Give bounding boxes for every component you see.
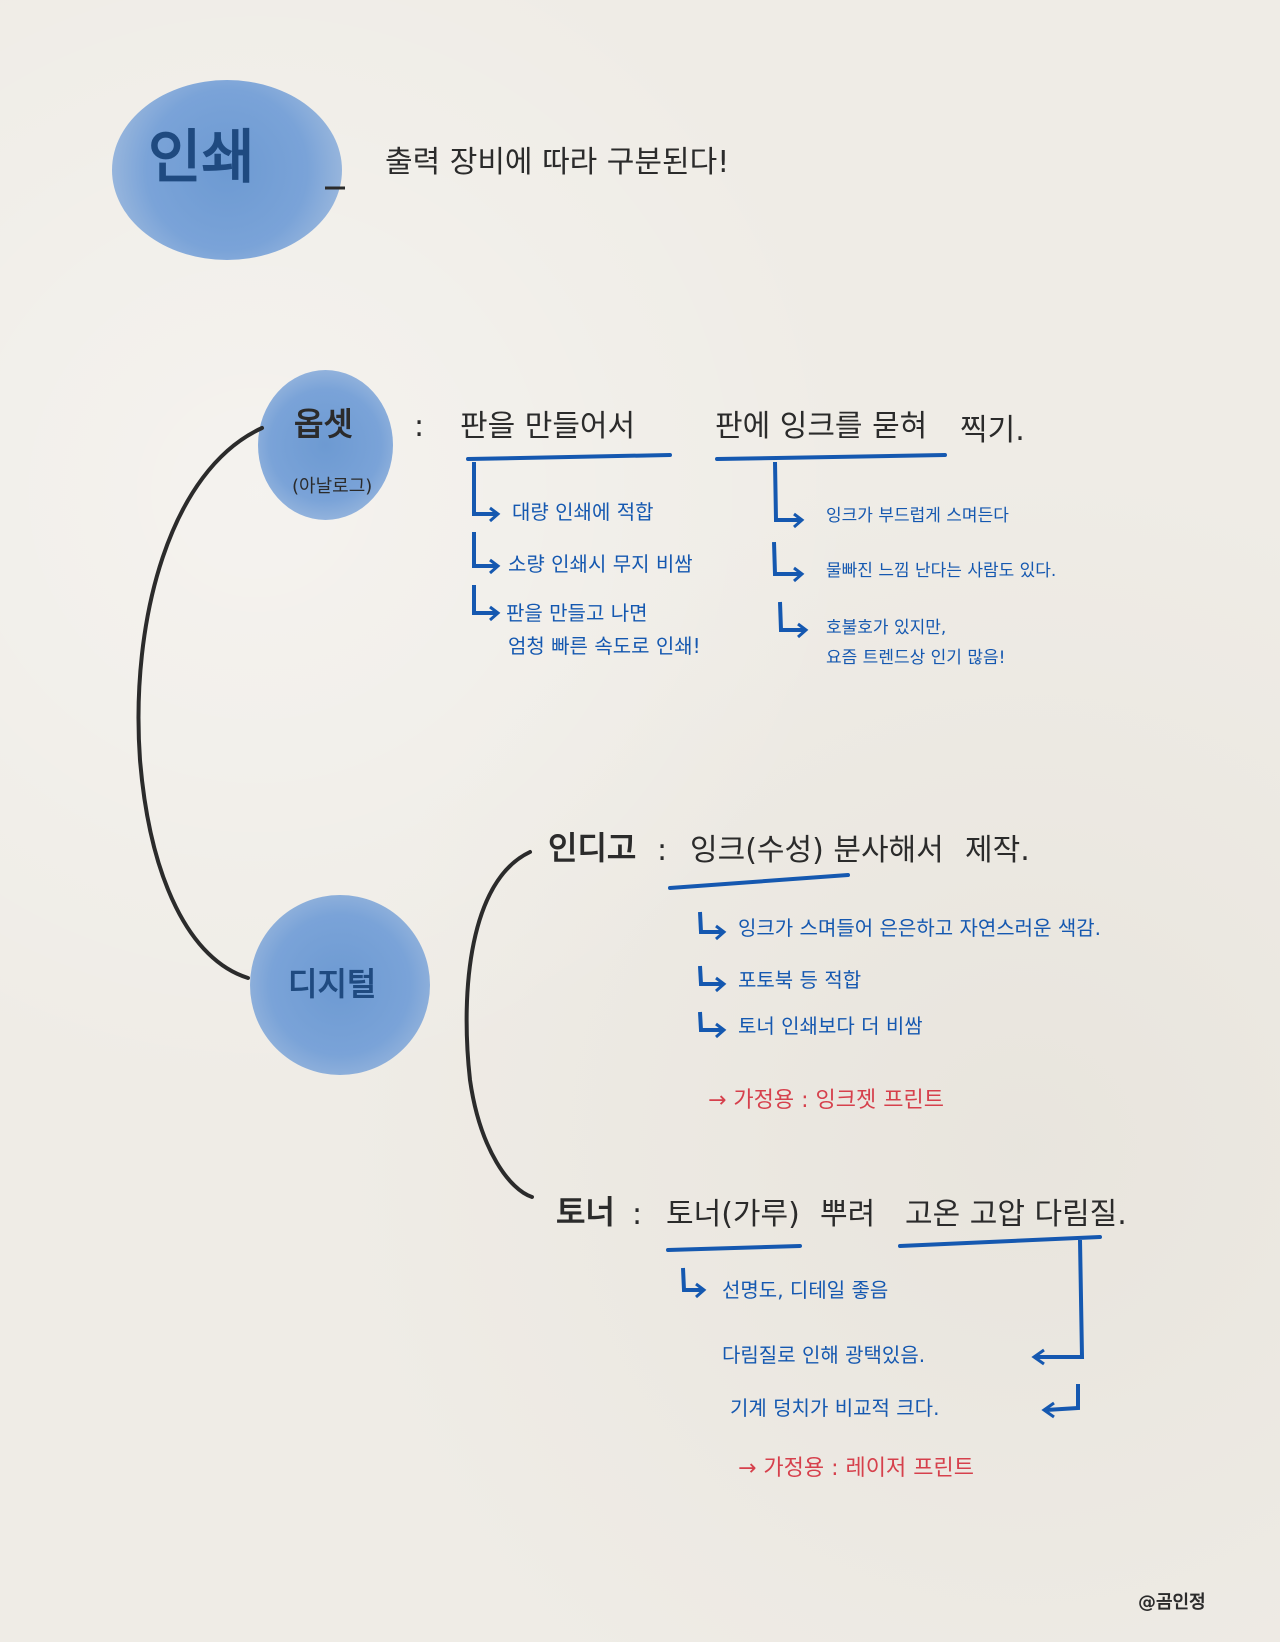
indigo-note-2: 포토북 등 적합 xyxy=(738,968,862,992)
offset-sublabel: (아날로그) xyxy=(292,476,373,497)
offset-left-note-1: 대량 인쇄에 적합 xyxy=(512,500,654,524)
indigo-definition-part2: 제작. xyxy=(965,833,1030,868)
offset-left-note-3: 판을 만들고 나면 xyxy=(506,601,648,625)
toner-note-2: 다림질로 인해 광택있음. xyxy=(722,1343,926,1367)
offset-label: 옵셋 xyxy=(294,405,353,443)
toner-definition-part3: 고온 고압 다림질. xyxy=(905,1197,1127,1232)
offset-definition-part3: 찍기. xyxy=(960,413,1025,448)
toner-note-3: 기계 덩치가 비교적 크다. xyxy=(730,1396,940,1420)
offset-right-note-3: 호불호가 있지만, xyxy=(826,618,947,638)
page-subtitle: 출력 장비에 따라 구분된다! xyxy=(385,145,730,180)
indigo-colon: : xyxy=(657,833,668,868)
offset-right-note-2: 물빠진 느낌 난다는 사람도 있다. xyxy=(826,561,1057,581)
digital-branch-curve xyxy=(464,850,534,1199)
offset-definition-part1: 판을 만들어서 xyxy=(460,409,636,444)
toner-label: 토너 xyxy=(556,1193,615,1231)
digital-blob xyxy=(250,895,430,1075)
author-credit: @곰인정 xyxy=(1138,1592,1206,1613)
toner-colon: : xyxy=(632,1197,643,1232)
digital-label: 디지털 xyxy=(288,965,377,1003)
title-blob xyxy=(112,80,342,260)
indigo-note-1: 잉크가 스며들어 은은하고 자연스러운 색감. xyxy=(738,916,1101,940)
offset-left-note-2: 소량 인쇄시 무지 비쌈 xyxy=(508,552,693,576)
indigo-label: 인디고 xyxy=(548,829,637,867)
toner-definition-part1: 토너(가루) xyxy=(666,1197,800,1232)
offset-definition-part2: 판에 잉크를 묻혀 xyxy=(715,409,928,444)
toner-note-1: 선명도, 디테일 좋음 xyxy=(722,1278,889,1302)
offset-colon: : xyxy=(414,409,425,444)
indigo-definition-part1: 잉크(수성) 분사해서 xyxy=(690,833,944,868)
toner-definition-part2: 뿌려 xyxy=(820,1197,876,1232)
offset-right-note-1: 잉크가 부드럽게 스며든다 xyxy=(826,506,1009,526)
offset-right-note-4: 요즘 트렌드상 인기 많음! xyxy=(826,648,1006,668)
offset-left-note-4: 엄청 빠른 속도로 인쇄! xyxy=(508,634,701,658)
toner-home-use: → 가정용 : 레이저 프린트 xyxy=(738,1456,974,1481)
offset-blob xyxy=(258,370,393,520)
page-title: 인쇄 xyxy=(148,123,255,191)
main-branch-curve xyxy=(136,426,264,980)
indigo-note-3: 토너 인쇄보다 더 비쌈 xyxy=(738,1014,923,1038)
indigo-home-use: → 가정용 : 잉크젯 프린트 xyxy=(708,1088,944,1113)
